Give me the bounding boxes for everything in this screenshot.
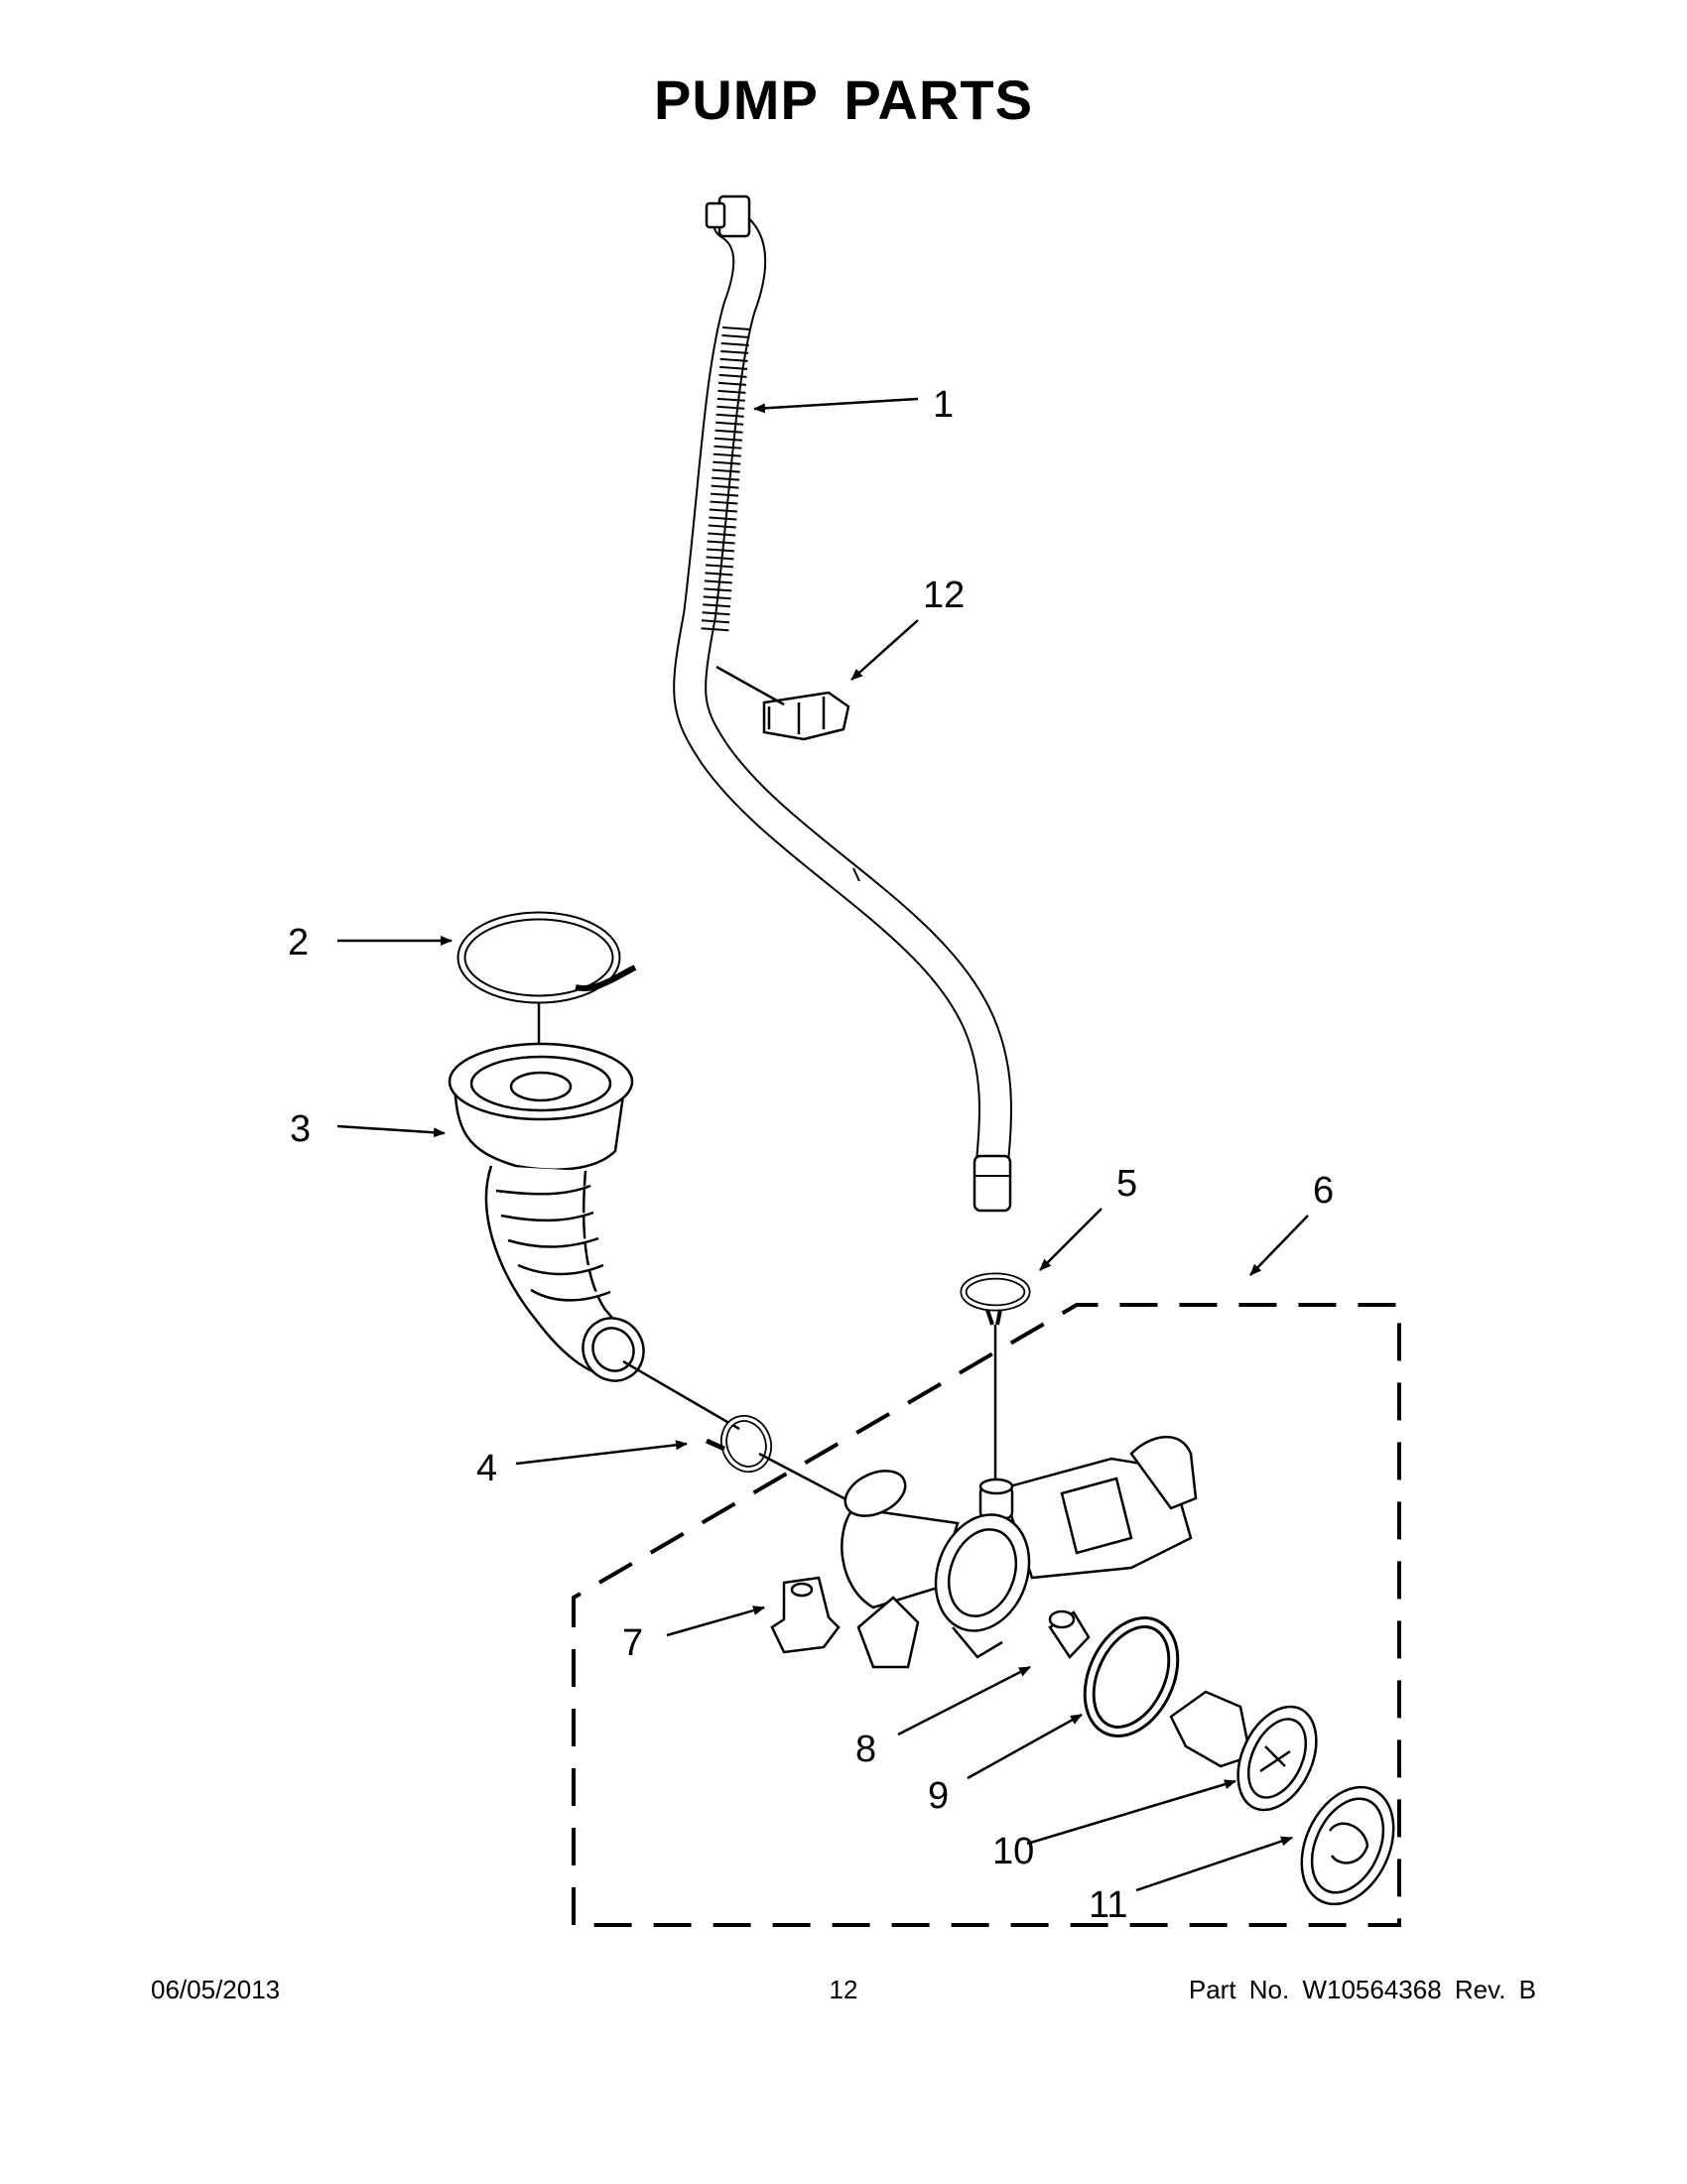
callout-2: 2 xyxy=(288,922,309,964)
leader-arrow-9 xyxy=(967,1713,1083,1780)
callout-8: 8 xyxy=(855,1729,876,1770)
page-title: PUMP PARTS xyxy=(654,68,1033,131)
leader-arrow-10 xyxy=(1026,1779,1236,1846)
callout-labels: 1 2 3 4 5 6 7 8 9 10 11 12 xyxy=(288,384,1334,1926)
leader-arrow-8 xyxy=(897,1665,1031,1736)
callout-10: 10 xyxy=(992,1831,1034,1872)
leader-arrow-5 xyxy=(1039,1208,1103,1271)
leader-arrow-1 xyxy=(753,397,919,414)
small-clamp-part xyxy=(705,1414,854,1505)
pump-clip-part xyxy=(770,1576,920,1669)
hose-clip-part xyxy=(715,665,850,741)
callout-5: 5 xyxy=(1116,1163,1137,1205)
o-ring-seal-part xyxy=(1083,1616,1180,1737)
plug-part xyxy=(1048,1609,1091,1659)
callout-3: 3 xyxy=(290,1108,311,1150)
leader-arrows xyxy=(336,397,1309,1892)
filter-part xyxy=(1169,1690,1318,1812)
callout-12: 12 xyxy=(923,575,965,616)
leader-arrow-6 xyxy=(1249,1215,1309,1276)
clamp-part xyxy=(456,911,637,1077)
upper-clamp-part xyxy=(960,1272,1031,1498)
callout-11: 11 xyxy=(1089,1884,1127,1926)
drain-pump-body xyxy=(841,1435,1198,1659)
callout-1: 1 xyxy=(933,384,954,426)
leader-arrow-12 xyxy=(850,619,919,681)
callout-6: 6 xyxy=(1313,1170,1334,1212)
pump-assembly-outline xyxy=(572,1303,1401,1927)
filter-cap-part xyxy=(1300,1785,1395,1906)
leader-arrow-4 xyxy=(515,1440,688,1466)
drain-hose-part xyxy=(673,194,1012,1213)
callout-4: 4 xyxy=(476,1448,497,1489)
footer-part-number: Part No. W10564368 Rev. B xyxy=(1188,1975,1536,2004)
footer-page-number: 12 xyxy=(829,1975,858,2004)
leader-arrow-11 xyxy=(1135,1836,1293,1892)
callout-9: 9 xyxy=(928,1775,949,1817)
bellows-hose-part xyxy=(448,1042,740,1431)
leader-arrow-7 xyxy=(666,1606,765,1637)
leader-arrow-3 xyxy=(336,1124,446,1138)
footer-date: 06/05/2013 xyxy=(151,1975,281,2004)
callout-7: 7 xyxy=(622,1622,643,1664)
